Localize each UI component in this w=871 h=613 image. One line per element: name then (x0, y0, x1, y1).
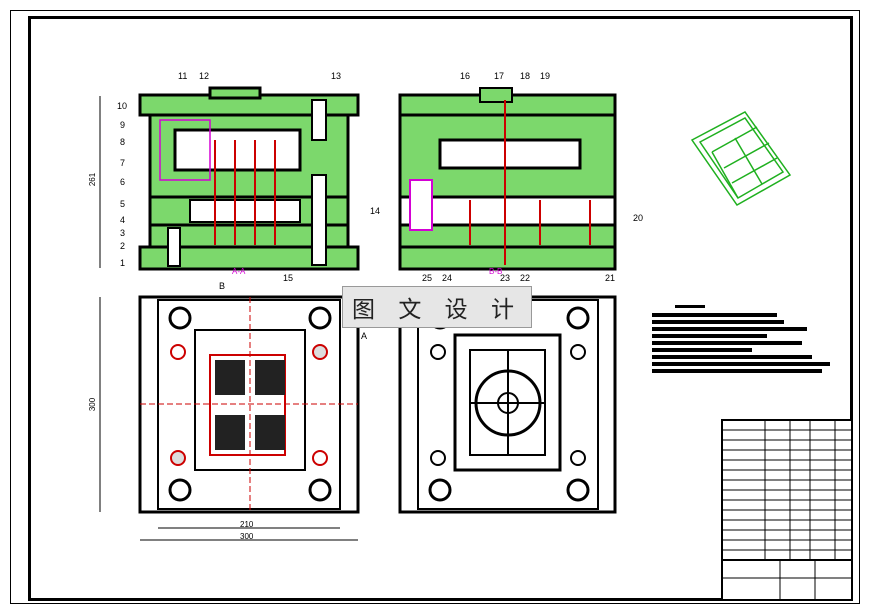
drawing-border-outer (10, 10, 860, 604)
callout-2: 2 (120, 241, 126, 251)
callout-18: 18 (520, 71, 531, 81)
callout-8: 8 (120, 137, 126, 147)
callout-1: 1 (120, 258, 126, 268)
section-label-a: A-A (232, 267, 246, 276)
callout-12: 12 (199, 71, 210, 81)
section-view-a (99, 86, 360, 271)
section-label-b: B-B (489, 267, 503, 276)
callout-11: 11 (178, 71, 188, 81)
callout-20: 20 (633, 213, 644, 223)
title-block (721, 419, 853, 601)
callout-14: 14 (370, 206, 381, 216)
callout-19: 19 (540, 71, 551, 81)
callout-5: 5 (120, 199, 126, 209)
section-view-b (398, 87, 617, 271)
plan-view-moving-half (398, 295, 617, 514)
dimension-bottom-outer: 300 (240, 532, 254, 541)
callout-15: 15 (283, 273, 294, 283)
callout-17: 17 (494, 71, 505, 81)
callout-13: 13 (331, 71, 342, 81)
callout-25: 25 (422, 273, 433, 283)
plan-view-fixed-half (99, 295, 360, 541)
dimension-bottom-inner: 210 (240, 520, 254, 529)
callout-6: 6 (120, 177, 126, 187)
callout-3: 3 (120, 228, 126, 238)
dimension-left-height: 300 (88, 397, 98, 412)
callout-9: 9 (120, 120, 126, 130)
callout-21: 21 (605, 273, 616, 283)
section-marker-b: B (219, 281, 226, 291)
drawing-border-inner (28, 16, 853, 601)
callout-16: 16 (460, 71, 471, 81)
callout-7: 7 (120, 158, 126, 168)
callout-10: 10 (117, 101, 128, 111)
technical-requirements-text (652, 305, 830, 373)
callout-22: 22 (520, 273, 531, 283)
dimension-height: 261 (88, 172, 98, 187)
callout-24: 24 (442, 273, 453, 283)
section-marker-a: A (361, 331, 368, 341)
callout-23: 23 (500, 273, 511, 283)
watermark-label: 图 文 设 计 (342, 286, 532, 328)
callout-4: 4 (120, 215, 126, 225)
isometric-part-view (690, 111, 792, 206)
